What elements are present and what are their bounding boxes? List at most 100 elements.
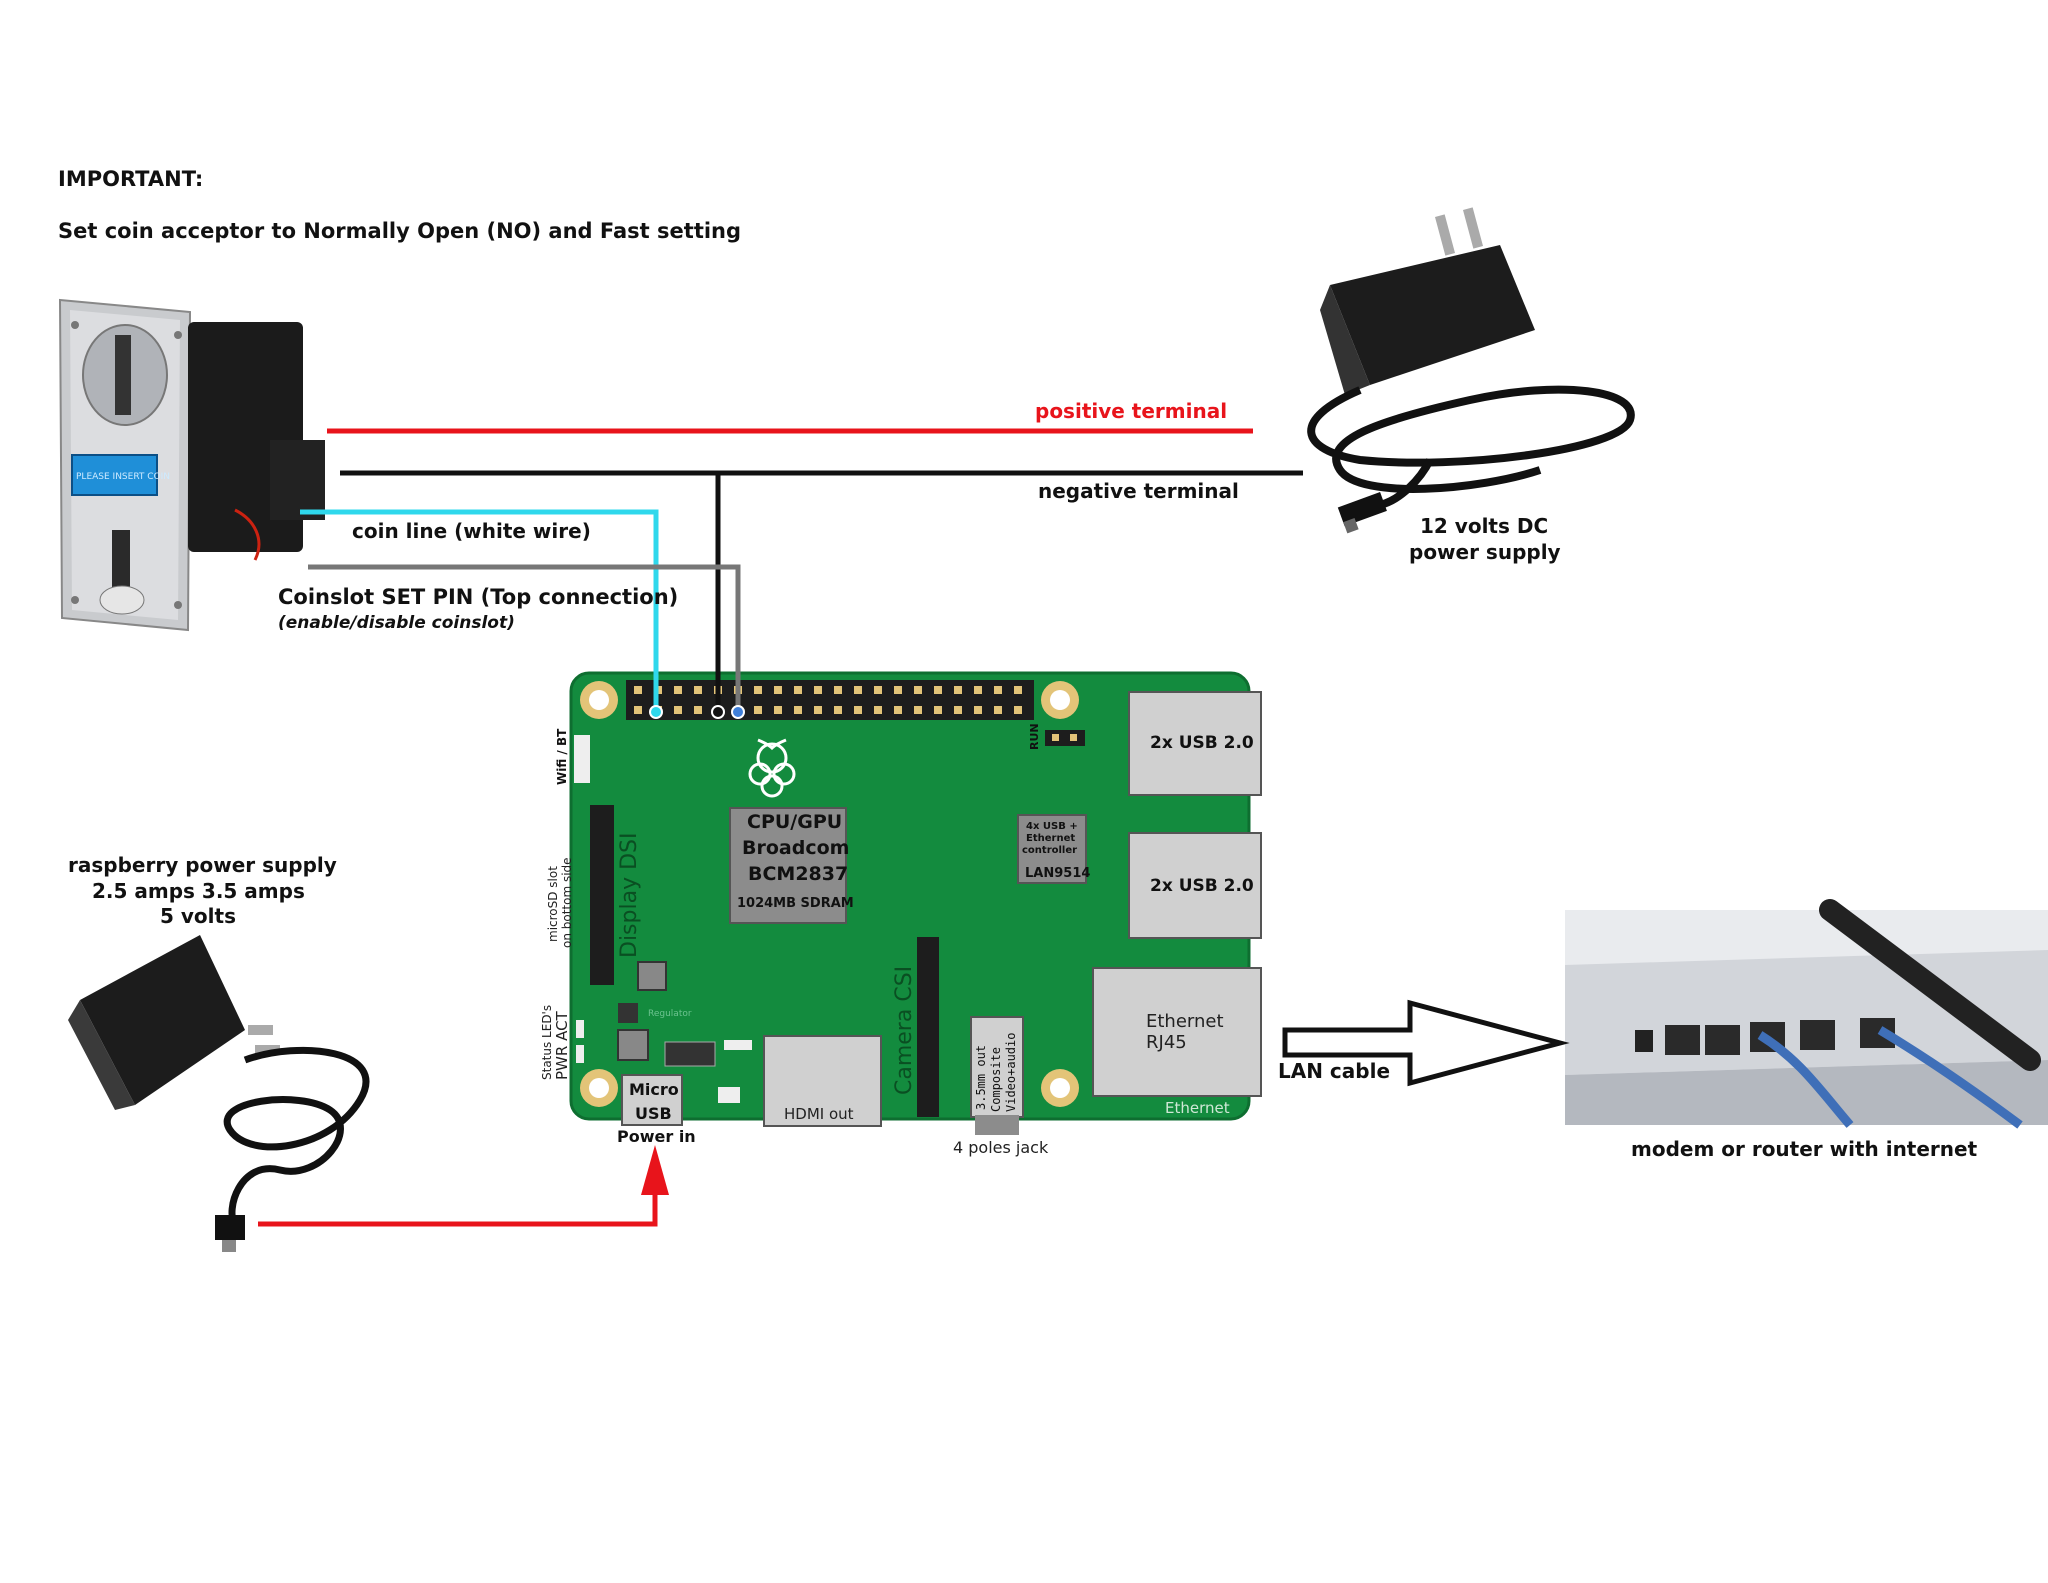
important-heading: IMPORTANT: (58, 167, 203, 191)
gpio-pin (994, 686, 1002, 694)
camera-csi-connector (917, 937, 939, 1117)
usb-port-top (1128, 691, 1262, 796)
negative-terminal-label: negative terminal (1038, 479, 1239, 503)
gpio-pin (854, 686, 862, 694)
run-header (1045, 730, 1085, 746)
ethernet-label-1: Ethernet (1146, 1011, 1224, 1032)
regulator-label: Regulator (648, 1009, 692, 1019)
cpu-label-3: BCM2837 (748, 863, 848, 885)
micro-usb-port (621, 1074, 683, 1126)
cpu-label-4: 1024MB SDRAM (737, 896, 854, 911)
gpio-pin (1014, 686, 1022, 694)
gpio-pin (774, 686, 782, 694)
lan-chip-label-2: Ethernet (1026, 833, 1075, 844)
lan-chip-label-4: LAN9514 (1025, 866, 1090, 881)
jack-caption: 4 poles jack (953, 1138, 1049, 1157)
gpio-pin (1014, 706, 1022, 714)
set-pin-wire (308, 564, 741, 712)
cpu-label-2: Broadcom (742, 837, 849, 859)
wifi-label: Wifi / BT (555, 728, 569, 785)
coin-line-wire (300, 509, 659, 712)
pi-supply-label-1: raspberry power supply (68, 853, 337, 877)
raspberry-logo (748, 738, 796, 798)
hdmi-port (763, 1035, 882, 1127)
gpio-pin (694, 686, 702, 694)
pi-supply-label-2: 2.5 amps 3.5 amps (92, 879, 305, 903)
usb-port-bottom (1128, 832, 1262, 939)
gpio-pin (754, 686, 762, 694)
gpio-pin (914, 706, 922, 714)
gpio-pin (814, 686, 822, 694)
ethernet-edge-label: Ethernet (1165, 1099, 1230, 1117)
gpio-pin (634, 686, 642, 694)
gpio-pin (814, 706, 822, 714)
ethernet-port (1092, 967, 1262, 1097)
gpio-pin (674, 706, 682, 714)
jack-label-1: 3.5mm out (974, 1045, 988, 1110)
wifi-antenna (574, 735, 590, 783)
gpio-pin (754, 706, 762, 714)
gpio-pin (694, 706, 702, 714)
act-led (576, 1045, 584, 1063)
gpio-header (626, 680, 1034, 720)
gpio-pin (794, 686, 802, 694)
hdmi-label: HDMI out (784, 1105, 854, 1123)
router-label: modem or router with internet (1631, 1137, 1978, 1161)
gpio-pin (954, 706, 962, 714)
gpio-pin (894, 706, 902, 714)
gpio-pin (934, 686, 942, 694)
micro-usb-label-1: Micro (629, 1080, 679, 1099)
micro-usb-label-2: USB (635, 1104, 672, 1123)
coin-line-label: coin line (white wire) (352, 519, 591, 543)
coin-acceptor-display: PLEASE INSERT COIN (76, 472, 170, 482)
pi-power-wire (258, 1185, 658, 1227)
pi-power-supply-image (68, 935, 370, 1252)
raspberry-pi-board: Wifi / BT microSD slot on bottom side Di… (540, 671, 1262, 1135)
cpu-label-1: CPU/GPU (747, 811, 842, 833)
gpio-pin (974, 706, 982, 714)
coin-acceptor-instruction: Set coin acceptor to Normally Open (NO) … (58, 219, 741, 243)
gpio-pin (774, 706, 782, 714)
gpio-pin (834, 706, 842, 714)
set-pin-label: Coinslot SET PIN (Top connection) (278, 585, 678, 609)
wires (258, 428, 1570, 1227)
microsd-label-1: microSD slot (546, 866, 560, 942)
microsd-label-2: on bottom side (560, 857, 574, 948)
usb-top-label: 2x USB 2.0 (1150, 733, 1254, 753)
cpu-chip (729, 807, 847, 924)
set-pin-marker (731, 705, 745, 719)
camera-csi-label: Camera CSI (892, 966, 917, 1095)
gpio-pin (634, 706, 642, 714)
coin-acceptor-image: PLEASE INSERT COIN (58, 298, 325, 632)
gpio-pin (854, 706, 862, 714)
display-dsi-connector (590, 805, 614, 985)
gpio-pin (794, 706, 802, 714)
status-leds-label: Status LED's (540, 1005, 554, 1080)
gpio-pin (934, 706, 942, 714)
dc-supply-label-1: 12 volts DC (1420, 514, 1548, 538)
positive-terminal-label: positive terminal (1035, 399, 1227, 423)
usb-bottom-label: 2x USB 2.0 (1150, 876, 1254, 896)
jack-label-3: Video+audio (1004, 1033, 1018, 1112)
lan-chip-label-1: 4x USB + (1026, 821, 1078, 832)
power-in-label: Power in (617, 1127, 696, 1146)
lan-cable-label: LAN cable (1278, 1059, 1390, 1083)
run-label: RUN (1028, 723, 1041, 750)
gpio-pin (954, 686, 962, 694)
ground-pin-marker (711, 705, 725, 719)
dc-supply-label-2: power supply (1409, 540, 1561, 564)
gpio-pin (874, 686, 882, 694)
lan-chip-label-3: controller (1022, 845, 1077, 856)
mounting-holes (580, 681, 1079, 1107)
lan-cable-arrow (1282, 999, 1570, 1087)
gpio-pin (994, 706, 1002, 714)
pi-power-arrow (641, 1145, 669, 1195)
dc-power-supply-image (1307, 207, 1635, 534)
ethernet-label-2: RJ45 (1146, 1032, 1187, 1053)
display-dsi-label: Display DSI (617, 833, 642, 958)
pi-supply-label-3: 5 volts (160, 904, 236, 928)
gpio-pin (834, 686, 842, 694)
set-pin-note: (enable/disable coinslot) (278, 613, 515, 633)
coin-pin-marker (649, 705, 663, 719)
